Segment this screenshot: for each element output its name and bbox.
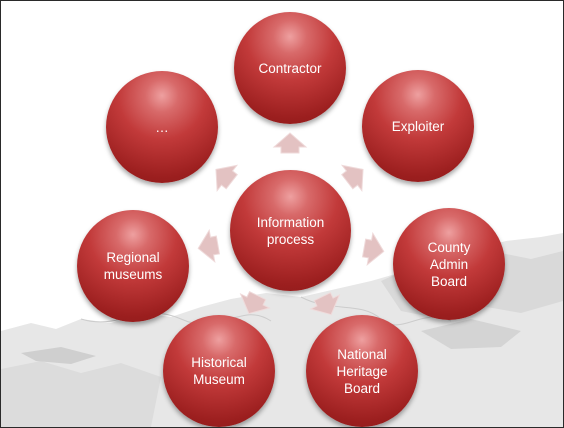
node-regional-museums: Regional museums [77,210,189,322]
node-contractor-label: Contractor [258,60,322,76]
node-exploiter-label: Exploiter [391,118,445,134]
node-county-admin-board-label: County Admin Board [427,239,471,289]
node-information-process: Information process [230,170,351,291]
node-more-label: … [155,119,169,135]
node-contractor: Contractor [234,12,346,124]
node-county-admin-board: County Admin Board [393,208,505,320]
node-national-heritage-board-label: National Heritage Board [336,346,388,396]
node-historical-museum-label: Historical Museum [191,355,247,387]
node-national-heritage-board: National Heritage Board [306,315,418,427]
node-regional-museums-label: Regional museums [103,250,163,282]
node-exploiter: Exploiter [362,70,474,182]
node-historical-museum: Historical Museum [163,315,275,427]
center-label: Information process [256,214,325,247]
node-more: … [106,71,218,183]
